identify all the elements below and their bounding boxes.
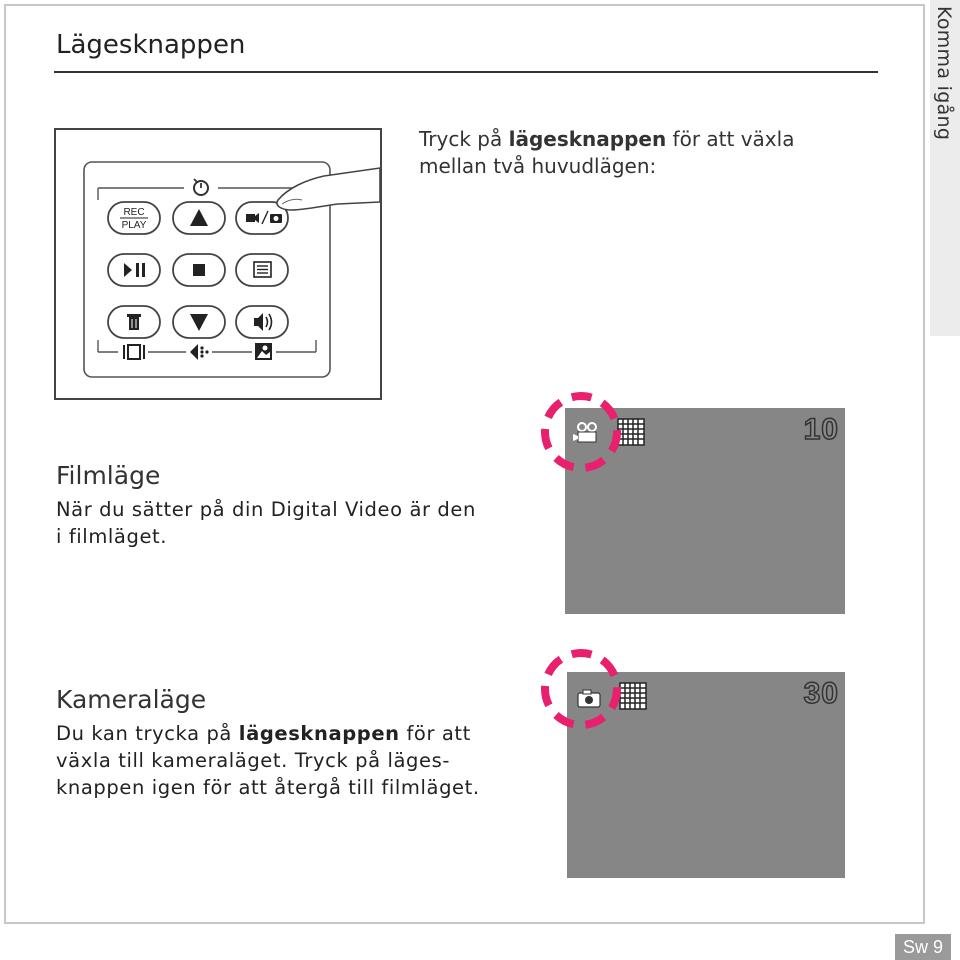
highlight-ring-stroke	[541, 649, 621, 729]
film-mode-text: När du sätter på din Digital Video är de…	[56, 496, 476, 550]
camera-mode-text-suffix: för att	[399, 722, 471, 745]
rec-play-button[interactable]: REC PLAY	[107, 201, 161, 235]
camera-shot-counter: 30	[803, 676, 839, 711]
camera-mode-text-bold: lägesknappen	[238, 722, 400, 745]
film-mode-text-line1: När du sätter på din Digital Video är de…	[56, 498, 476, 521]
page-frame	[4, 4, 925, 924]
intro-text-suffix: för att växla	[666, 127, 795, 151]
play-pause-button[interactable]	[107, 253, 161, 287]
stop-button[interactable]	[172, 253, 226, 287]
film-mode-heading: Filmläge	[56, 461, 161, 490]
film-mode-text-line2: i filmläget.	[56, 525, 168, 548]
trash-icon	[127, 314, 141, 330]
video-photo-mode-icon	[246, 210, 282, 225]
intro-text-prefix: Tryck på	[419, 127, 509, 151]
grid-icon	[617, 418, 645, 446]
photo-camera-icon	[577, 689, 601, 708]
menu-button[interactable]	[235, 253, 289, 287]
down-button[interactable]	[172, 305, 226, 339]
camera-mode-heading: Kameraläge	[56, 685, 207, 714]
tv-out-icon	[123, 344, 145, 360]
remote-illustration: REC PLAY	[54, 128, 382, 400]
play-pause-icon	[124, 263, 132, 277]
intro-text-bold: lägesknappen	[508, 127, 667, 151]
rec-label: REC	[123, 207, 144, 218]
intro-text: Tryck på lägesknappen för att växla mell…	[419, 126, 794, 180]
mode-button[interactable]	[235, 201, 289, 235]
down-arrow-icon	[190, 314, 208, 331]
self-timer-icon	[193, 178, 209, 196]
highlight-ring-stroke	[541, 392, 621, 472]
video-camera-icon	[573, 422, 597, 443]
volume-button[interactable]	[235, 305, 289, 339]
speaker-icon	[254, 313, 273, 331]
camera-mode-text-prefix: Du kan trycka på	[56, 722, 239, 745]
grid-icon	[619, 682, 647, 710]
camera-mode-text: Du kan trycka på lägesknappen för att vä…	[56, 720, 480, 801]
camera-mode-text-line3: knappen igen för att återgå till filmläg…	[56, 776, 480, 799]
page-number-badge: Sw 9	[895, 934, 951, 960]
stop-icon	[193, 264, 205, 276]
up-button[interactable]	[172, 201, 226, 235]
film-shot-counter: 10	[803, 412, 839, 447]
delete-button[interactable]	[107, 305, 161, 339]
page-title: Lägesknappen	[56, 30, 246, 60]
play-label: PLAY	[122, 220, 147, 231]
title-divider	[54, 71, 878, 73]
chapter-tab-label: Komma igång	[933, 6, 955, 141]
usb-icon	[190, 344, 209, 360]
menu-list-icon	[253, 261, 272, 278]
camera-mode-highlight-ring	[541, 649, 621, 729]
photo-icon	[255, 343, 272, 360]
up-arrow-icon	[190, 209, 208, 226]
finger-illustration	[276, 167, 381, 211]
film-mode-highlight-ring	[541, 392, 621, 472]
camera-mode-text-line2: växla till kameraläget. Tryck på läges-	[56, 749, 451, 772]
chapter-tab[interactable]: Komma igång	[930, 0, 960, 336]
intro-text-line2: mellan två huvudlägen:	[419, 154, 657, 178]
remote-drawing: REC PLAY	[83, 161, 381, 378]
